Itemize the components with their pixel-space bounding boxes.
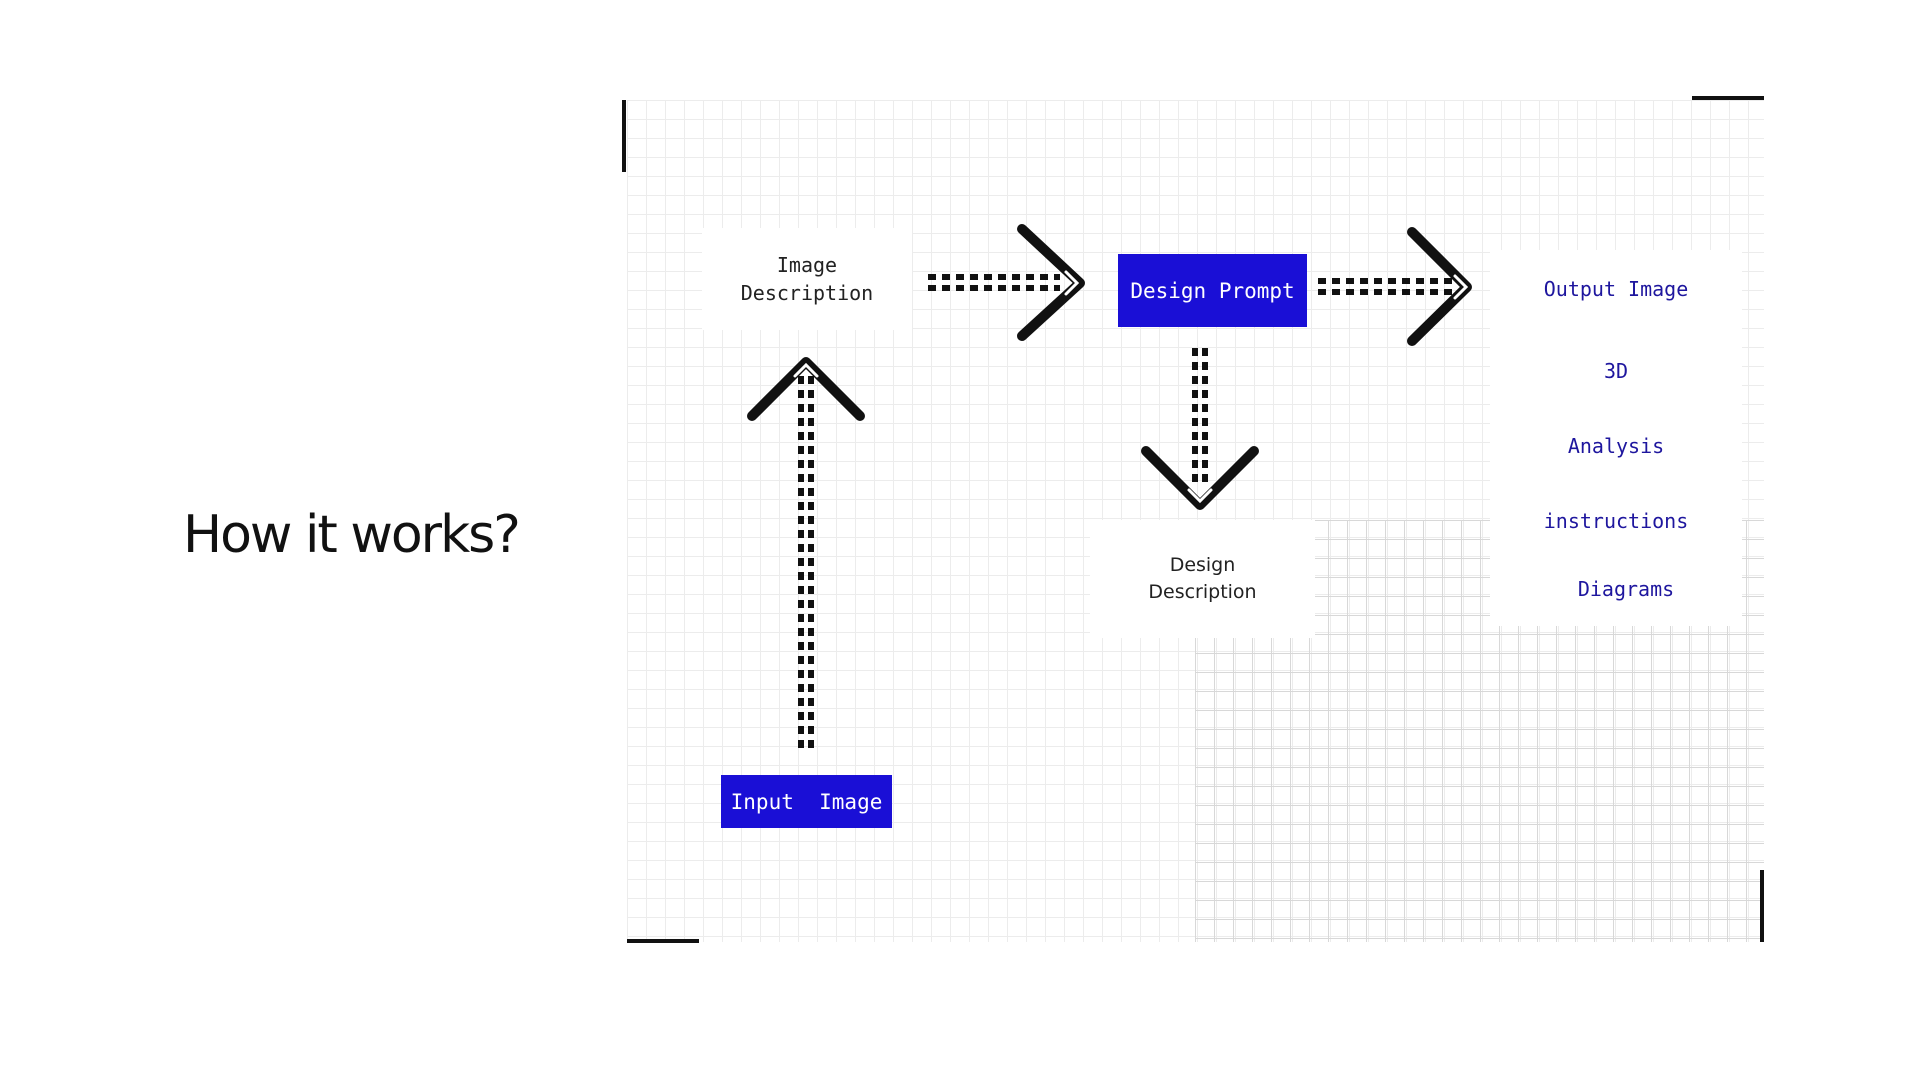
corner-mark-top-left [622,100,626,172]
node-design-prompt: Design Prompt [1118,254,1307,327]
output-panel [1490,250,1742,626]
node-image-description: Image Description [702,228,912,330]
arrow-design-prompt-to-design-description [1141,348,1259,510]
corner-mark-top-right [1692,96,1764,100]
arrow-image-description-to-design-prompt [928,224,1085,341]
node-image-description-line2: Description [740,281,874,305]
output-item-analysis: Analysis [1567,434,1665,458]
corner-mark-bottom-left [627,939,699,943]
node-image-description-line1: Image [776,253,838,277]
arrow-input-to-image-description [747,357,865,748]
corner-mark-bottom-right [1760,870,1764,942]
node-design-description: Design Description [1090,520,1315,638]
node-output-image: Output Image [1543,277,1689,301]
output-item-instructions: instructions [1543,509,1689,533]
arrow-design-prompt-to-output [1318,227,1472,346]
node-design-description-line2: Description [1148,581,1257,603]
node-input-image: Input Image [721,775,892,828]
output-item-diagrams: Diagrams [1577,577,1675,601]
slide-title: How it works? [183,505,521,565]
output-item-3d: 3D [1603,359,1629,383]
node-design-description-line1: Design [1169,554,1236,576]
